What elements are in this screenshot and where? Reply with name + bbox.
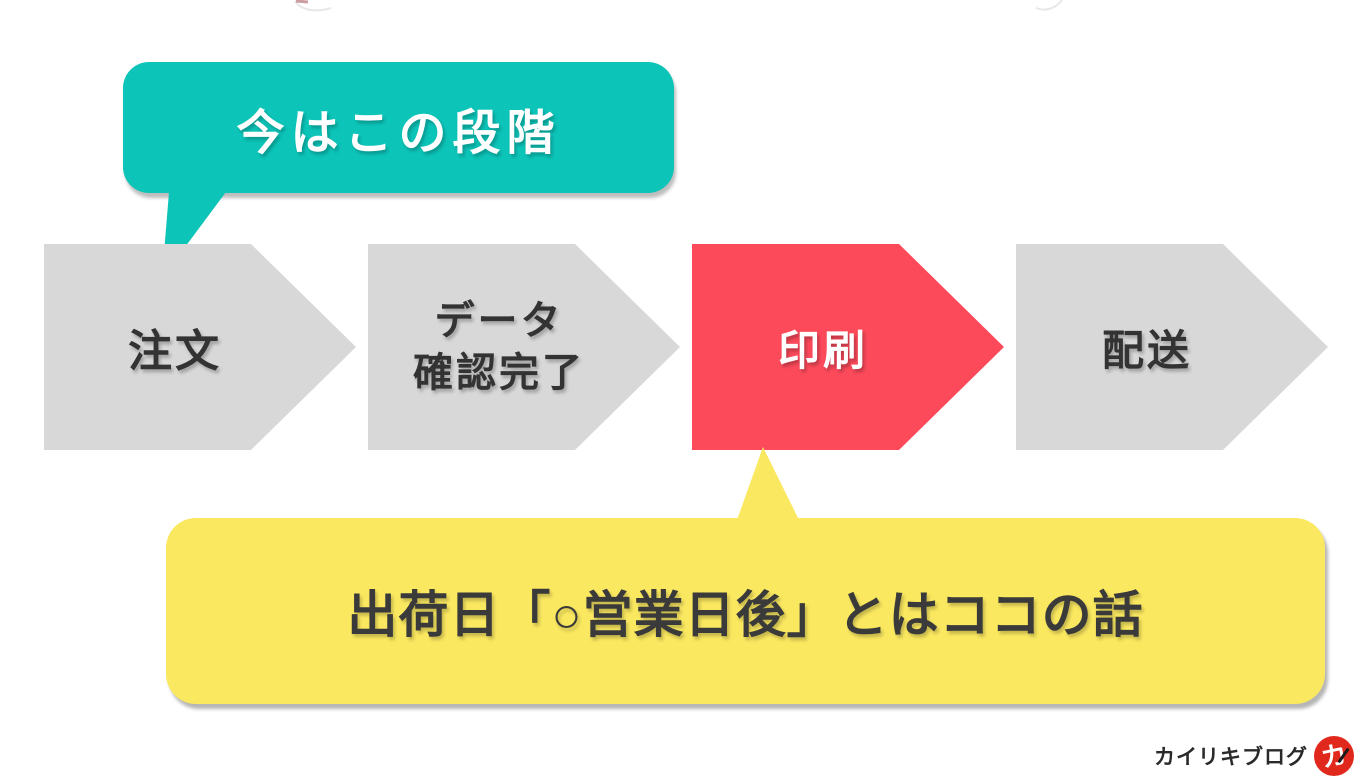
process-step-order: 注文: [44, 244, 356, 450]
process-step-printing-highlighted: 印刷: [692, 244, 1004, 450]
current-stage-callout: 今はこの段階: [123, 62, 674, 193]
brand-name-text: カイリキブログ: [1154, 746, 1308, 769]
site-branding: カイリキブログ カ: [1154, 734, 1354, 778]
process-step-data-check-label-line1: データ: [434, 299, 564, 343]
decorative-top-arcs: [294, 0, 1063, 12]
process-step-delivery: 配送: [1016, 244, 1328, 450]
shipping-note-callout: 出荷日「○営業日後」とはココの話: [166, 518, 1325, 704]
brand-logo-icon: カ: [1314, 736, 1354, 776]
current-stage-callout-text: 今はこの段階: [236, 106, 561, 160]
shipping-note-callout-tail: [737, 447, 799, 520]
process-step-delivery-label: 配送: [1101, 326, 1192, 374]
shipping-note-callout-text: 出荷日「○営業日後」とはココの話: [347, 587, 1144, 643]
process-step-printing-label: 印刷: [777, 326, 868, 374]
process-step-data-check: データ 確認完了: [368, 244, 680, 450]
process-step-order-label: 注文: [128, 327, 222, 376]
process-step-data-check-label: データ 確認完了: [413, 295, 585, 399]
process-step-data-check-label-line2: 確認完了: [413, 351, 585, 395]
